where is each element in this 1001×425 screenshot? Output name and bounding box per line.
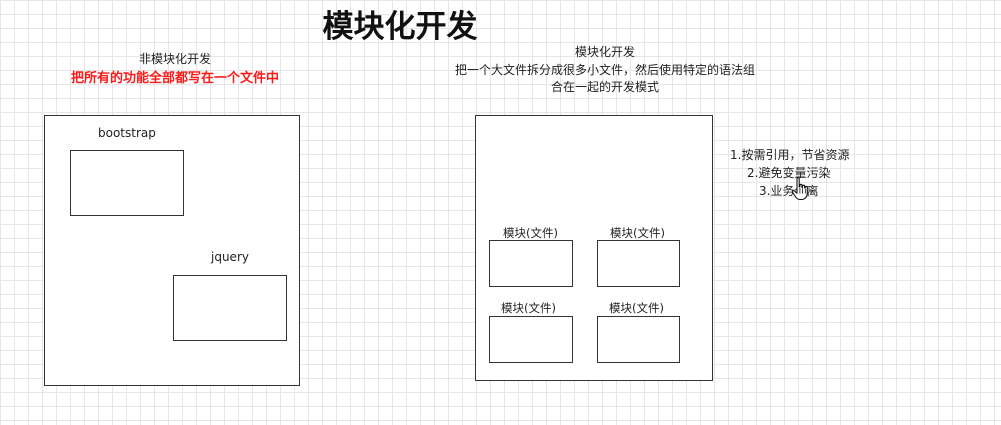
module-label: 模块(文件) [610,226,665,240]
module-label: 模块(文件) [501,301,556,315]
diagram-title: 模块化开发 [322,9,478,45]
modular-label: 模块化开发 [574,45,635,59]
module-box [597,316,680,363]
bootstrap-label: bootstrap [98,126,156,140]
module-box [489,316,573,363]
jquery-box [173,275,287,341]
module-label: 模块(文件) [609,301,664,315]
non-modular-emphasis: 把所有的功能全部都写在一个文件中 [70,71,279,86]
hand-pointer-icon [791,177,808,201]
modular-description: 把一个大文件拆分成很多小文件，然后使用特定的语法组合在一起的开发模式 [455,63,756,94]
jquery-label: jquery [211,250,249,264]
module-box [489,240,573,287]
benefit-item: 2.避免变量污染 [747,166,831,180]
benefit-item: 1.按需引用，节省资源 [730,148,850,162]
module-box [597,240,680,287]
bootstrap-box [70,150,184,216]
non-modular-label: 非模块化开发 [138,52,211,66]
module-label: 模块(文件) [503,226,558,240]
